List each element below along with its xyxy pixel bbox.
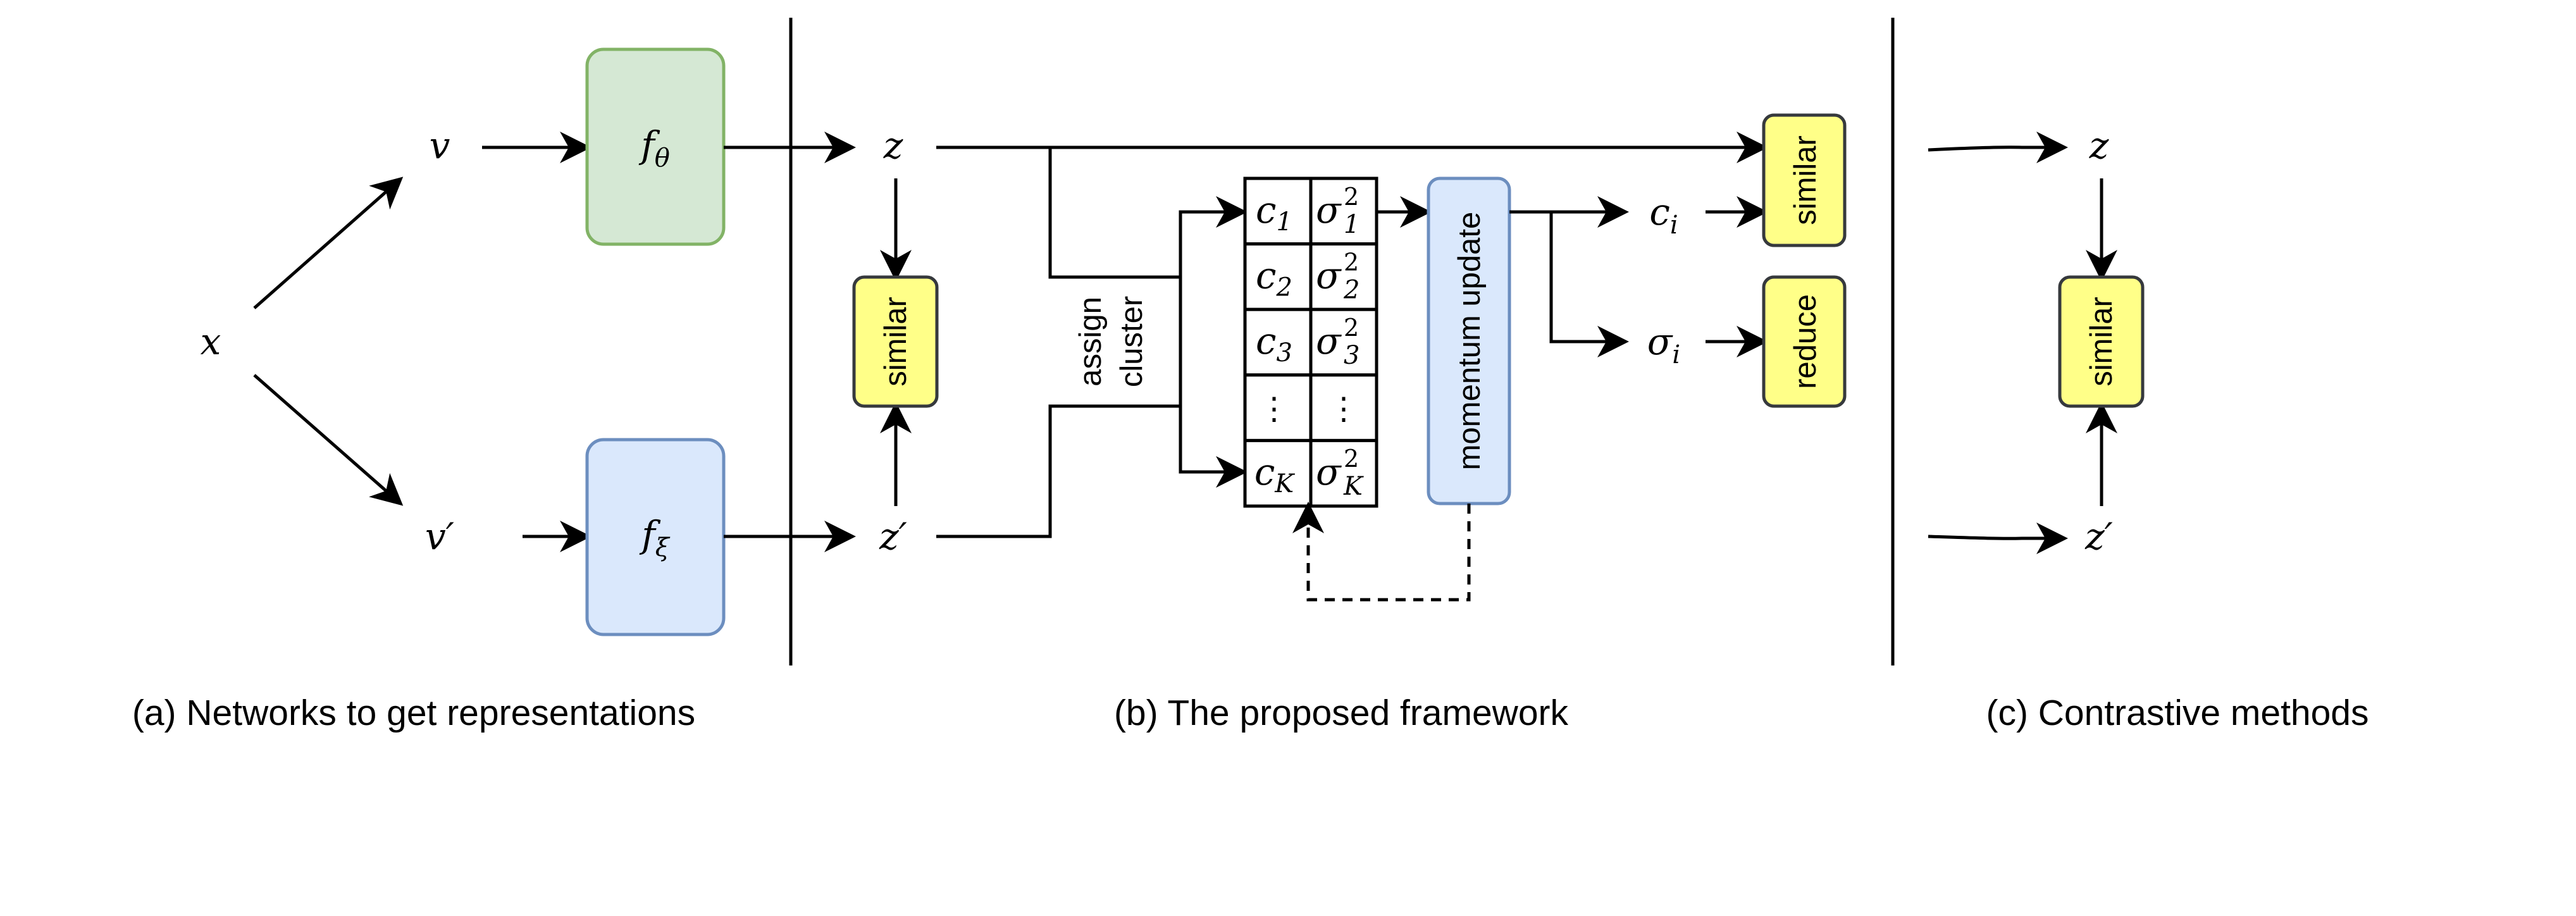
table-entry-c: c3 — [1256, 319, 1292, 368]
arrow-x-to-v — [253, 176, 404, 309]
similar-box-b-right — [1762, 113, 1847, 247]
table-cell-c — [1243, 242, 1313, 311]
var-sigma-i: σi — [1647, 320, 1680, 369]
momentum-feedback-dashed — [1292, 502, 1471, 602]
similar-box-c — [2058, 275, 2145, 408]
var-z-prime: z′ — [879, 515, 907, 558]
table-entry-sigma-sub: 3 — [1344, 341, 1359, 370]
arrow-input-to-zprime-c — [1928, 523, 2068, 554]
table-entry-c: ⋮ — [1259, 392, 1290, 426]
table-entry-sigma-sup: 2 — [1344, 314, 1359, 342]
connector-z-to-assign — [1048, 147, 1180, 279]
var-c-i: ci — [1649, 190, 1678, 240]
var-x: x — [201, 320, 221, 363]
caption-a: (a) Networks to get representations — [132, 693, 695, 733]
similar-label-b-right: similar — [1788, 135, 1823, 225]
table-entry-sigma: σ — [1316, 319, 1342, 362]
table-cell-sigma — [1309, 242, 1378, 311]
table-entry-sigma-sup: 2 — [1344, 183, 1359, 211]
table-cell-sigma — [1309, 438, 1378, 508]
table-entry-sigma-sup: 2 — [1344, 248, 1359, 276]
similar-label-c: similar — [2084, 297, 2119, 387]
assign-cluster-label: assign — [1074, 297, 1108, 387]
table-entry-sigma: σ — [1316, 254, 1342, 297]
table-entry-sigma: σ — [1316, 189, 1342, 232]
table-entry-c: cK — [1254, 450, 1295, 498]
table-entry-c: c2 — [1256, 254, 1292, 302]
caption-b: (b) The proposed framework — [1114, 693, 1569, 733]
connector-zprime-to-assign — [936, 404, 1180, 538]
table-entry-sigma-sub: K — [1343, 472, 1364, 501]
table-entry-sigma: ⋮ — [1328, 392, 1359, 426]
var-v-prime: v′ — [425, 515, 454, 558]
arrow-assign-to-c1 — [1179, 196, 1248, 277]
reduce-box — [1762, 275, 1847, 408]
momentum-update-label: momentum update — [1452, 212, 1487, 471]
similar-box-b — [852, 275, 939, 408]
table-entry-c: c1 — [1256, 189, 1292, 237]
var-z: z — [883, 124, 903, 167]
arrow-input-to-z-c — [1928, 132, 2068, 163]
table-cell-c — [1243, 438, 1313, 508]
var-z-c: z — [2089, 124, 2109, 167]
var-v: v — [430, 124, 450, 167]
table-entry-sigma: σ — [1316, 450, 1342, 493]
caption-c: (c) Contrastive methods — [1986, 693, 2369, 733]
table-cell-c — [1243, 176, 1313, 246]
arrow-x-to-vprime — [253, 374, 404, 506]
table-entry-sigma-sub: 1 — [1344, 210, 1359, 239]
table-entry-sigma-sub: 2 — [1343, 275, 1359, 304]
table-entry-sigma-sup: 2 — [1344, 445, 1359, 473]
arrow-momentum-to-sigmai — [1549, 212, 1629, 357]
var-z-prime-c: z′ — [2084, 515, 2113, 558]
assign-cluster-label-2: cluster — [1115, 296, 1149, 387]
arrow-assign-to-cK — [1179, 406, 1248, 488]
reduce-label: reduce — [1788, 294, 1823, 389]
similar-label-b: similar — [879, 297, 913, 387]
